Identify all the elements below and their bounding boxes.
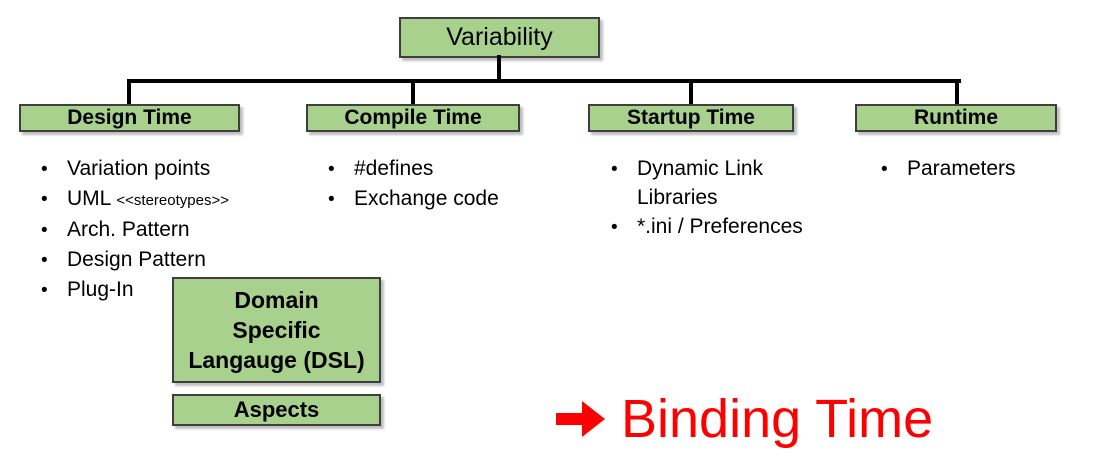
aspects-box-label: Aspects (233, 397, 320, 422)
design-time-header-label: Design Time (67, 106, 192, 129)
list-item-text: Parameters (907, 157, 1016, 180)
list-item: Parameters (873, 154, 1098, 184)
bullet-icon (33, 184, 67, 215)
bullet-icon (320, 184, 354, 214)
startup-time-header-label: Startup Time (627, 106, 755, 129)
dsl-box-line3: Langauge (DSL) (188, 347, 365, 373)
variability-root-label: Variability (446, 23, 553, 51)
binding-time-label: Binding Time (621, 389, 934, 449)
connector-horizontal-bar (127, 79, 961, 83)
connector-drop-startup-time (689, 79, 693, 105)
list-item-text: Design Pattern (67, 248, 206, 271)
design-time-list: Variation points UML <<stereotypes>> Arc… (33, 154, 305, 305)
list-item-text: #defines (354, 157, 434, 180)
list-item: UML <<stereotypes>> (33, 184, 305, 215)
dsl-box-line2: Specific (232, 317, 321, 343)
startup-time-header-box: Startup Time (588, 104, 794, 132)
connector-drop-compile-time (411, 79, 415, 105)
variability-root-box: Variability (399, 17, 600, 58)
compile-time-list: #defines Exchange code (320, 154, 555, 214)
bullet-icon (873, 154, 907, 184)
list-item: Exchange code (320, 184, 555, 214)
compile-time-header-box: Compile Time (306, 104, 520, 132)
bullet-icon (33, 215, 67, 245)
bullet-icon (33, 154, 67, 184)
compile-time-header-label: Compile Time (344, 106, 482, 129)
list-item: *.ini / Preferences (603, 212, 833, 242)
connector-root-drop (497, 55, 501, 81)
binding-time-callout: Binding Time (556, 388, 933, 450)
right-arrow-icon (556, 401, 605, 437)
list-item-text: UML <<stereotypes>> (67, 184, 305, 215)
list-item: Arch. Pattern (33, 215, 305, 245)
uml-label: UML (67, 187, 111, 210)
list-item-text: Plug-In (67, 278, 134, 301)
list-item: Plug-In (33, 275, 305, 305)
list-item-text: Exchange code (354, 187, 499, 210)
connector-drop-runtime (955, 79, 959, 105)
bullet-icon (320, 154, 354, 184)
bullet-icon (33, 245, 67, 275)
list-item-line1: Dynamic Link (637, 157, 764, 180)
list-item: Design Pattern (33, 245, 305, 275)
dsl-box: Domain Specific Langauge (DSL) (172, 277, 381, 383)
bullet-icon (603, 212, 637, 242)
bullet-icon (603, 154, 637, 212)
list-item-text: *.ini / Preferences (637, 215, 803, 238)
connector-drop-design-time (127, 79, 131, 105)
bullet-icon (33, 275, 67, 305)
aspects-box: Aspects (172, 394, 381, 426)
stereotypes-label: <<stereotypes>> (116, 192, 229, 209)
list-item: #defines (320, 154, 555, 184)
list-item-line2: Libraries (637, 186, 718, 209)
runtime-header-label: Runtime (914, 106, 998, 129)
list-item: Variation points (33, 154, 305, 184)
dsl-box-line1: Domain (234, 287, 319, 313)
design-time-header-box: Design Time (19, 104, 240, 132)
runtime-list: Parameters (873, 154, 1098, 184)
list-item-text: Variation points (67, 157, 211, 180)
runtime-header-box: Runtime (855, 104, 1057, 132)
list-item-text: Arch. Pattern (67, 218, 190, 241)
